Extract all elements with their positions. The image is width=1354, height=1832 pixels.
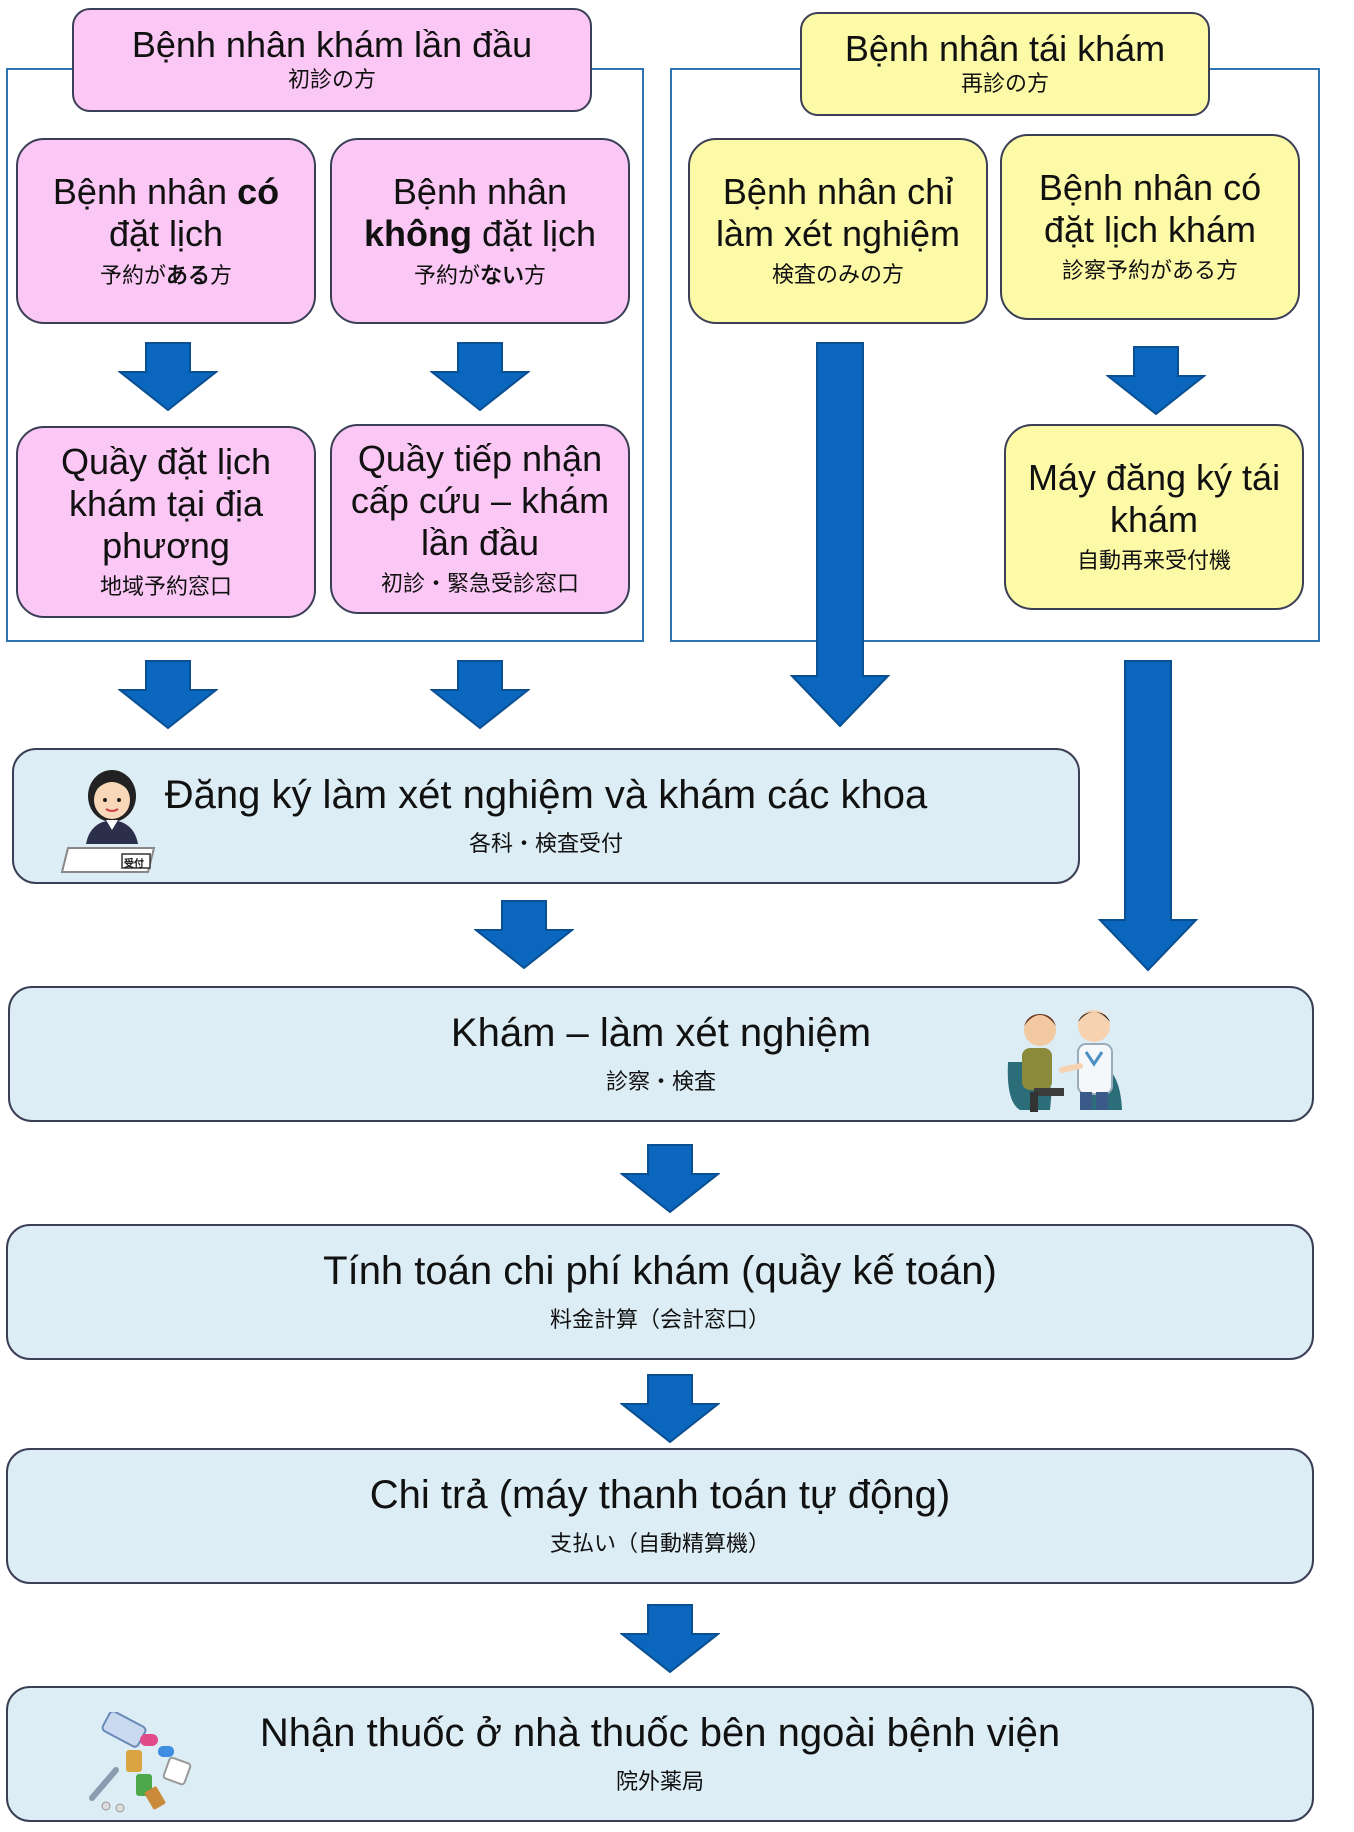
medicine-icon [89,1712,192,1813]
tests-only-box: Bệnh nhân chỉ làm xét nghiệm 検査のみの方 [688,138,988,324]
pharmacy-step: Nhận thuốc ở nhà thuốc bên ngoài bệnh vi… [6,1686,1314,1822]
with-booking-box: Bệnh nhân có đặt lịch 予約がある方 [16,138,316,324]
local-booking-desk-label: Quầy đặt lịch khám tại địa phương [60,441,272,566]
local-booking-desk-box: Quầy đặt lịch khám tại địa phương 地域予約窓口 [16,426,316,618]
without-booking-label: Bệnh nhân không đặt lịch [363,170,597,254]
pharmacy-label: Nhận thuốc ở nhà thuốc bên ngoài bệnh vi… [259,1711,1061,1755]
return-visit-title: Bệnh nhân tái khám [844,28,1166,69]
emergency-desk-label-ja: 初診・緊急受診窓口 [380,572,579,597]
with-booking-label: Bệnh nhân có đặt lịch [52,170,280,254]
arrow-down-icon [430,660,530,730]
return-visit-title-ja: 再診の方 [960,72,1049,97]
kiosk-label-ja: 自動再来受付機 [1076,549,1231,574]
long-arrow-down-icon [1098,660,1198,972]
registration-label-ja: 各科・検査受付 [468,832,623,857]
receptionist-icon [60,770,156,873]
without-booking-label-ja: 予約がない方 [413,262,547,289]
first-visit-title-ja: 初診の方 [287,68,376,93]
payment-label: Chi trả (máy thanh toán tự động) [369,1473,951,1517]
emergency-desk-label: Quầy tiếp nhận cấp cứu – khám lần đầu [350,438,610,563]
reception-sign-label: 受付 [124,859,144,870]
billing-label: Tính toán chi phí khám (quầy kế toán) [323,1249,997,1293]
arrow-down-icon [474,900,574,970]
doctor-consultation-icon [1007,1010,1122,1112]
with-appointment-label-ja: 診察予約がある方 [1061,259,1238,284]
exam-label: Khám – làm xét nghiệm [450,1011,872,1055]
kiosk-box: Máy đăng ký tái khám 自動再来受付機 [1004,424,1304,610]
tests-only-label: Bệnh nhân chỉ làm xét nghiệm [715,171,961,254]
with-appointment-box: Bệnh nhân có đặt lịch khám 診察予約がある方 [1000,134,1300,320]
registration-label: Đăng ký làm xét nghiệm và khám các khoa [164,773,928,817]
arrow-down-icon [118,342,218,412]
billing-step: Tính toán chi phí khám (quầy kế toán) 料金… [6,1224,1314,1360]
first-visit-header: Bệnh nhân khám lần đầu 初診の方 [72,8,592,112]
first-visit-title: Bệnh nhân khám lần đầu [131,24,533,65]
payment-step: Chi trả (máy thanh toán tự động) 支払い（自動精… [6,1448,1314,1584]
tests-only-label-ja: 検査のみの方 [771,263,904,288]
pharmacy-label-ja: 院外薬局 [615,1770,704,1795]
without-booking-box: Bệnh nhân không đặt lịch 予約がない方 [330,138,630,324]
exam-label-ja: 診察・検査 [605,1070,716,1095]
arrow-down-icon [620,1374,720,1444]
billing-label-ja: 料金計算（会計窓口） [549,1308,770,1333]
registration-step: Đăng ký làm xét nghiệm và khám các khoa … [12,748,1080,884]
with-appointment-label: Bệnh nhân có đặt lịch khám [1038,167,1262,250]
arrow-down-icon [620,1604,720,1674]
arrow-down-icon [1106,346,1206,416]
kiosk-label: Máy đăng ký tái khám [1027,457,1281,540]
with-booking-label-ja: 予約がある方 [99,262,233,289]
return-visit-header: Bệnh nhân tái khám 再診の方 [800,12,1210,116]
arrow-down-icon [430,342,530,412]
arrow-down-icon [620,1144,720,1214]
emergency-desk-box: Quầy tiếp nhận cấp cứu – khám lần đầu 初診… [330,424,630,614]
local-booking-desk-label-ja: 地域予約窓口 [99,575,232,600]
arrow-down-icon [118,660,218,730]
payment-label-ja: 支払い（自動精算機） [549,1532,770,1557]
long-arrow-down-icon [790,342,890,728]
